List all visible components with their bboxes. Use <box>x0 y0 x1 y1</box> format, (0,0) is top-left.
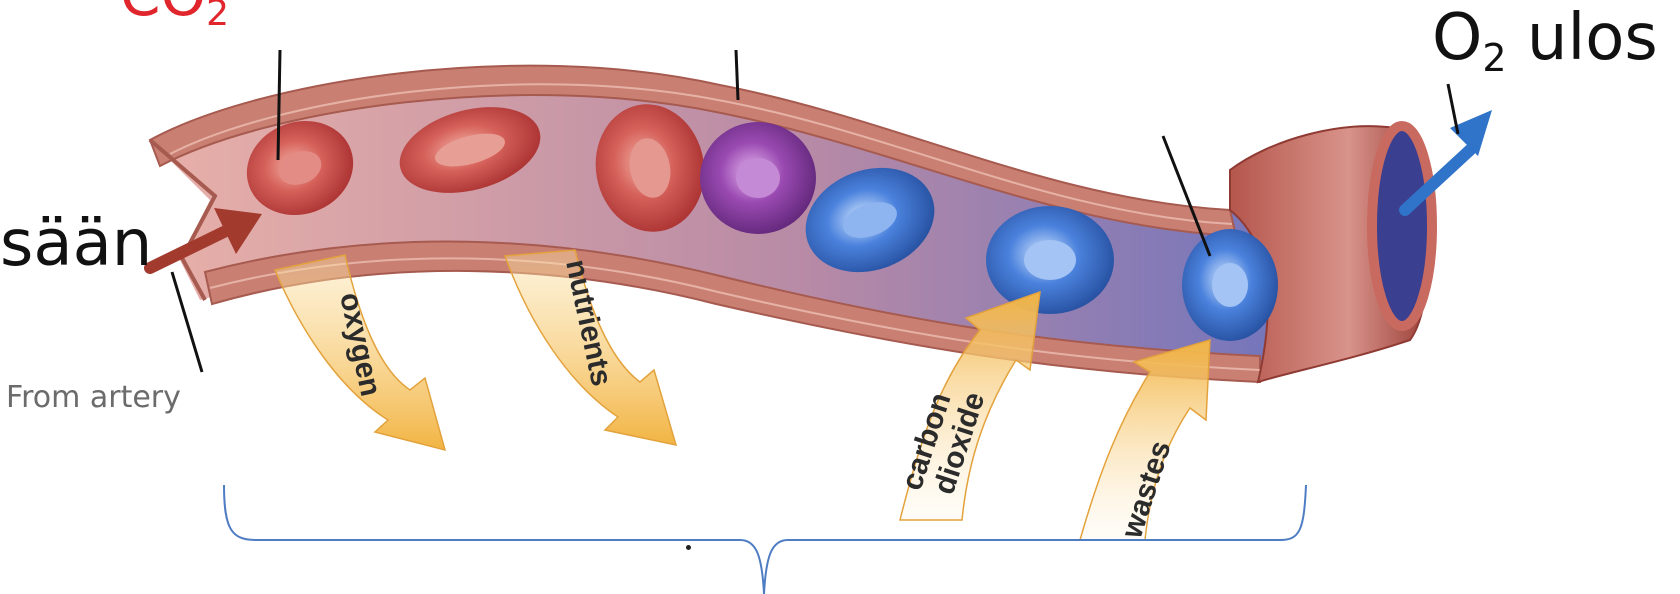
o2-text: O <box>1432 1 1482 75</box>
pointer-line <box>736 50 738 100</box>
o2-subscript: 2 <box>1482 36 1506 80</box>
purple-blood-cell <box>700 122 816 234</box>
co2-text: CO <box>120 0 206 29</box>
co2-subscript: 2 <box>206 0 229 34</box>
exchange-arrow-oxygen: oxygen <box>275 255 445 450</box>
exchange-label-carbon-dioxide: carbon dioxide <box>895 378 991 504</box>
o2-out-label: O2 ulos <box>1432 6 1658 77</box>
in-label: sään <box>0 212 152 276</box>
pointer-line <box>278 50 280 160</box>
brace-dot <box>686 545 691 550</box>
from-artery-label: From artery <box>6 380 181 415</box>
blue-blood-cell <box>986 206 1114 314</box>
ulos-text: ulos <box>1507 1 1658 75</box>
co2-red-label: CO2 <box>120 0 229 32</box>
blue-blood-cell <box>1182 229 1278 341</box>
pointer-line <box>1448 84 1458 134</box>
